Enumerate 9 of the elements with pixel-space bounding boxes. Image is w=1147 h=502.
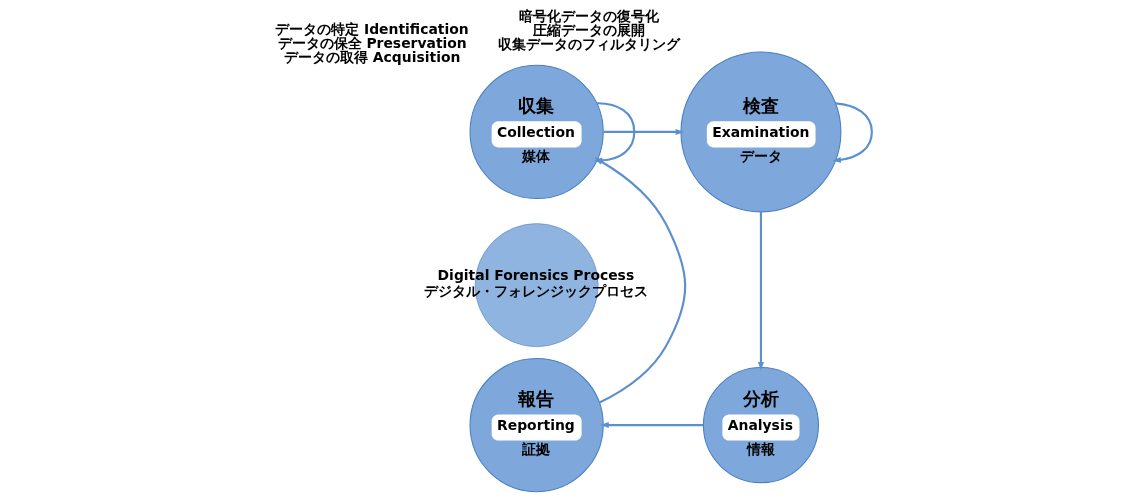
node-circle: 報告 Reporting 証拠: [469, 357, 604, 493]
node-label: デジタル・フォレンジックプロセス: [424, 283, 649, 300]
node-label: Digital Forensics Process: [437, 266, 635, 283]
arrow: [757, 211, 764, 371]
arrow: [600, 422, 704, 429]
arrow: [603, 128, 685, 135]
arrow: [832, 102, 873, 163]
node-circle: 分析 Analysis 情報: [702, 367, 819, 484]
node-label: 暗号化データの復号化: [519, 7, 660, 24]
